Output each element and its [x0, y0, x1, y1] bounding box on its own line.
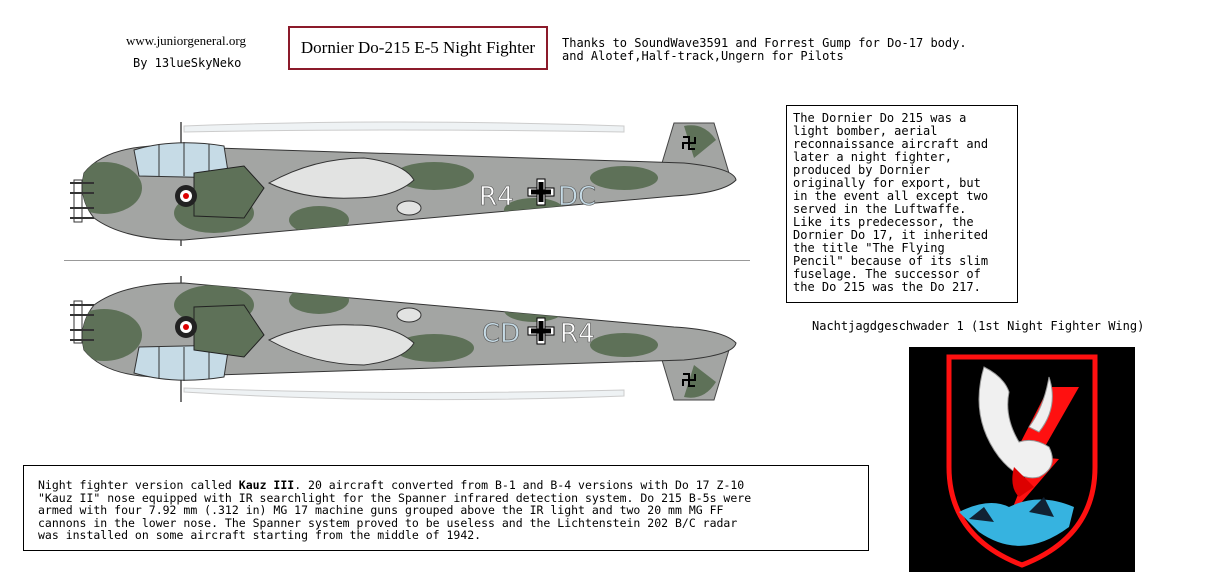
- desc-line1-pre: Night fighter version called: [38, 478, 239, 492]
- title-text: Dornier Do-215 E-5 Night Fighter: [300, 38, 536, 57]
- desc-line1-post: . 20 aircraft converted from B-1 and B-4…: [294, 478, 745, 492]
- credits: Thanks to SoundWave3591 and Forrest Gump…: [562, 37, 967, 63]
- page-title: Dornier Do-215 E-5 Night Fighter: [288, 26, 548, 70]
- eagle-shield-icon: [946, 354, 1098, 568]
- code-left-bottom: CD: [482, 319, 520, 349]
- nj1-emblem: [909, 347, 1135, 572]
- credits-line-2: and Alotef,Half-track,Ungern for Pilots: [562, 49, 844, 63]
- view-divider: [64, 260, 750, 261]
- desc-line2: "Kauz II" nose equipped with IR searchli…: [38, 490, 752, 505]
- description-box: Night fighter version called Kauz III. 2…: [23, 465, 869, 551]
- code-right-top: DC: [558, 182, 596, 212]
- unit-label: Nachtjagdgeschwader 1 (1st Night Fighter…: [812, 319, 1145, 333]
- desc-line4: cannons in the lower nose. The Spanner s…: [38, 515, 738, 530]
- code-right-bottom: R4: [560, 319, 595, 349]
- desc-line5: was installed on some aircraft starting …: [38, 528, 482, 543]
- desc-line3: armed with four 7.92 mm (.312 in) MG 17 …: [38, 503, 724, 518]
- desc-version-name: Kauz III: [238, 478, 295, 492]
- code-left-top: R4: [479, 182, 514, 212]
- site-url: www.juniorgeneral.org: [126, 33, 246, 48]
- aircraft-side-view-top: R4 DC: [70, 121, 737, 246]
- credits-line-1: Thanks to SoundWave3591 and Forrest Gump…: [562, 36, 967, 50]
- author-credit: By 13lueSkyNeko: [133, 56, 242, 70]
- history-info-box: The Dornier Do 215 was a light bomber, a…: [786, 105, 1018, 303]
- aircraft-side-view-bottom: CD R4: [70, 276, 737, 402]
